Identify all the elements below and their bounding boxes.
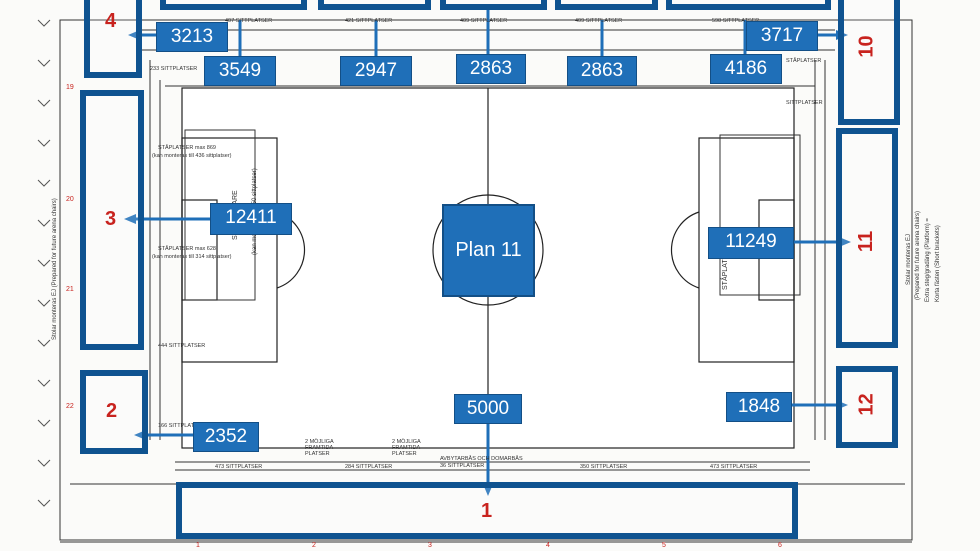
grid-tick-b4: 4 [546, 542, 550, 549]
section-11[interactable] [836, 128, 898, 348]
right-vertical-1: Stolar monteras EJ [906, 233, 912, 285]
mojliga-1-label: 2 MÖJLIGA FRAMTIDA PLATSER [305, 439, 334, 457]
section-4-number: 4 [105, 10, 117, 32]
staplatser-628-label: STÅPLATSER max 628 [158, 246, 216, 252]
kan-314-label: (kan monteras till 314 sittplatser) [152, 254, 232, 260]
section-11-number: 11 [855, 230, 878, 253]
grid-tick-b3: 3 [428, 542, 432, 549]
left-444-label: 444 SITTPLATSER [158, 343, 206, 349]
plan-label-box: Plan 11 [442, 204, 535, 297]
section-4[interactable] [84, 0, 142, 78]
section-3[interactable] [80, 90, 144, 350]
capacity-label-11249: 11249 [708, 227, 794, 259]
grid-tick-b6: 6 [778, 542, 782, 549]
section-12[interactable] [836, 366, 898, 448]
left-233-label: 233 SITTPLATSER [150, 66, 198, 72]
section-10[interactable] [838, 0, 900, 125]
grid-tick-21: 21 [66, 286, 74, 293]
section-top-7[interactable] [440, 0, 547, 10]
right-vertical-4: Korta fästen (Short brackets) [935, 225, 941, 302]
capacity-label-12411: 12411 [210, 203, 292, 235]
grid-tick-20: 20 [66, 196, 74, 203]
section-top-5[interactable] [160, 0, 307, 10]
right-sittplatser-label: SITTPLATSER [786, 100, 823, 106]
top-409b-label: 409 SITTPLATSER [575, 18, 623, 24]
staplatser-869-label: STÅPLATSER max 869 [158, 145, 216, 151]
top-407-label: 407 SITTPLATSER [225, 18, 273, 24]
top-598-label: 598 SITTPLATSER [712, 18, 760, 24]
grid-tick-b1: 1 [196, 542, 200, 549]
section-3-number: 3 [105, 208, 117, 230]
section-top-9[interactable] [666, 0, 831, 10]
section-10-number: 10 [855, 35, 878, 58]
capacity-label-3717: 3717 [746, 21, 818, 51]
grid-tick-b5: 5 [662, 542, 666, 549]
capacity-label-2863-b: 2863 [567, 56, 637, 86]
capacity-label-5000: 5000 [454, 394, 522, 424]
right-staplatser-label: STÅPLATSER [786, 58, 822, 64]
kan-436-label: (kan monteras till 436 sittplatser) [152, 153, 232, 159]
avbytarbas-seats-label: 36 SITTPLATSER [440, 463, 485, 469]
section-top-8[interactable] [555, 0, 658, 10]
capacity-label-2947: 2947 [340, 56, 412, 86]
mojliga-2-label: 2 MÖJLIGA FRAMTIDA PLATSER [392, 439, 421, 457]
avbytarbas-label: AVBYTARBÅS OCH DOMARBÅS [440, 456, 523, 462]
section-1[interactable] [176, 482, 798, 539]
capacity-label-2863-a: 2863 [456, 54, 526, 84]
capacity-label-1848: 1848 [726, 392, 792, 422]
left-vertical-note: Stolar monteras EJ (Prepared for future … [52, 198, 58, 340]
capacity-label-3549: 3549 [204, 56, 276, 86]
section-top-6[interactable] [318, 0, 431, 10]
top-409a-label: 409 SITTPLATSER [460, 18, 508, 24]
bottom-350-label: 350 SITTPLATSER [580, 464, 628, 470]
grid-tick-19: 19 [66, 84, 74, 91]
grid-tick-b2: 2 [312, 542, 316, 549]
section-1-number: 1 [481, 500, 493, 522]
capacity-label-4186: 4186 [710, 54, 782, 84]
right-vertical-2: (Prepared for future arena chairs) [915, 210, 921, 300]
left-166-label: 166 SITTPLATSER [158, 423, 206, 429]
grid-tick-22: 22 [66, 403, 74, 410]
section-2[interactable] [80, 370, 148, 454]
right-vertical-3: Extra steg/gradäng (Platform) = [925, 218, 931, 302]
plan-label: Plan 11 [455, 239, 522, 261]
left-edge-marks [37, 19, 51, 507]
bottom-473b-label: 473 SITTPLATSER [710, 464, 758, 470]
capacity-label-2352: 2352 [193, 422, 259, 452]
section-2-number: 2 [106, 400, 118, 422]
capacity-label-3213: 3213 [156, 22, 228, 52]
bottom-284-label: 284 SITTPLATSER [345, 464, 393, 470]
bottom-473a-label: 473 SITTPLATSER [215, 464, 263, 470]
section-12-number: 12 [855, 393, 878, 416]
top-421-label: 421 SITTPLATSER [345, 18, 393, 24]
